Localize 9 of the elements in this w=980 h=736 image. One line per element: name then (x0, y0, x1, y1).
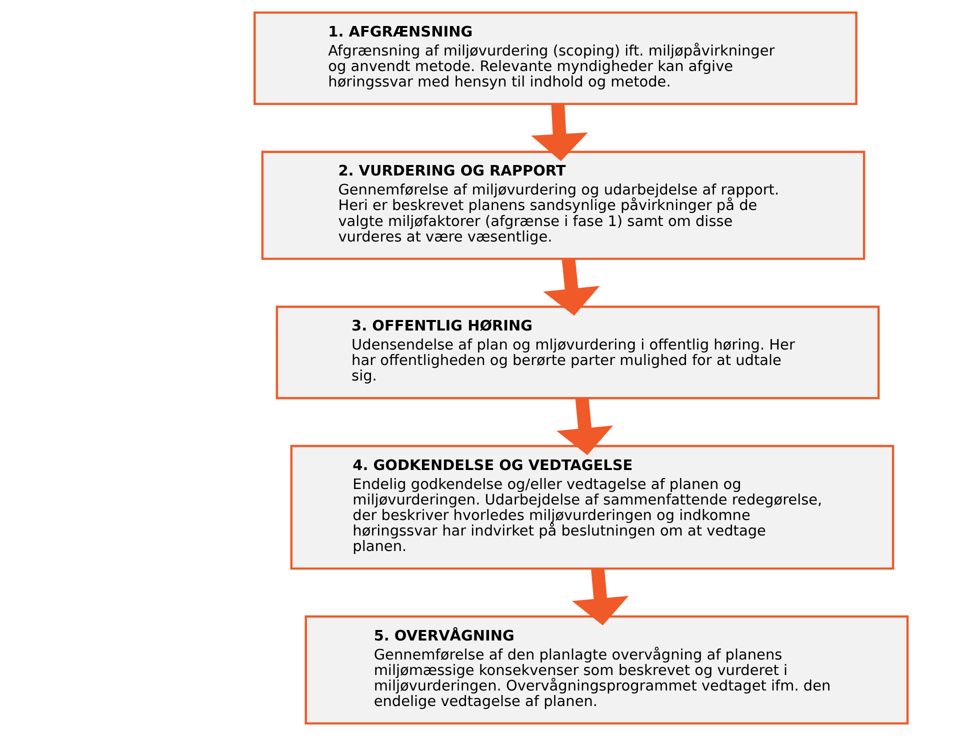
arrow (556, 398, 614, 456)
node-box: 5. OVERVÅGNING Gennemførelse af den planlagte overvågning af planens miljømæssige konsekvenser som beskrevet og vurderet i miljøvurderingen. Overvågningsprogrammet vedtaget ifm. den endelige vedtagelse af planen. (304, 615, 909, 725)
node-box: 2. VURDERING OG RAPPORT Gennemførelse af miljøvurdering og udarbejdelse af rapport. Heri er beskrevet planens sandsynlige påvirkninger på de valgte miljøfaktorer (afgrænse i fase 1) samt om disse vurderes at være væsentlige. (261, 150, 866, 260)
node-box: 4. GODKENDELSE OG VEDTAGELSE Endelig godkendelse og/eller vedtagelse af planen og miljøvurderingen. Udarbejdelse af sammenfattende redegørelse, der beskriver hvorledes miljøvurderingen og indkomne høringssvar har indvirket på beslutningen om at vedtage planen. (290, 444, 894, 570)
arrow (572, 568, 629, 626)
node-box: 3. OFFENTLIG HØRING Udensendelse af plan og mljøvurdering i offentlig høring. Her har offentligheden og berørte parter mulighed for at udtale sig. (276, 306, 880, 400)
node-box: 1. AFGRÆNSNING Afgrænsning af miljøvurdering (scoping) ift. miljøpåvirkninger og anvendt metode. Relevante myndigheder kan afgive høringssvar med hensyn til indhold og metode. (254, 11, 858, 106)
arrow (531, 104, 588, 162)
arrow (543, 258, 600, 316)
